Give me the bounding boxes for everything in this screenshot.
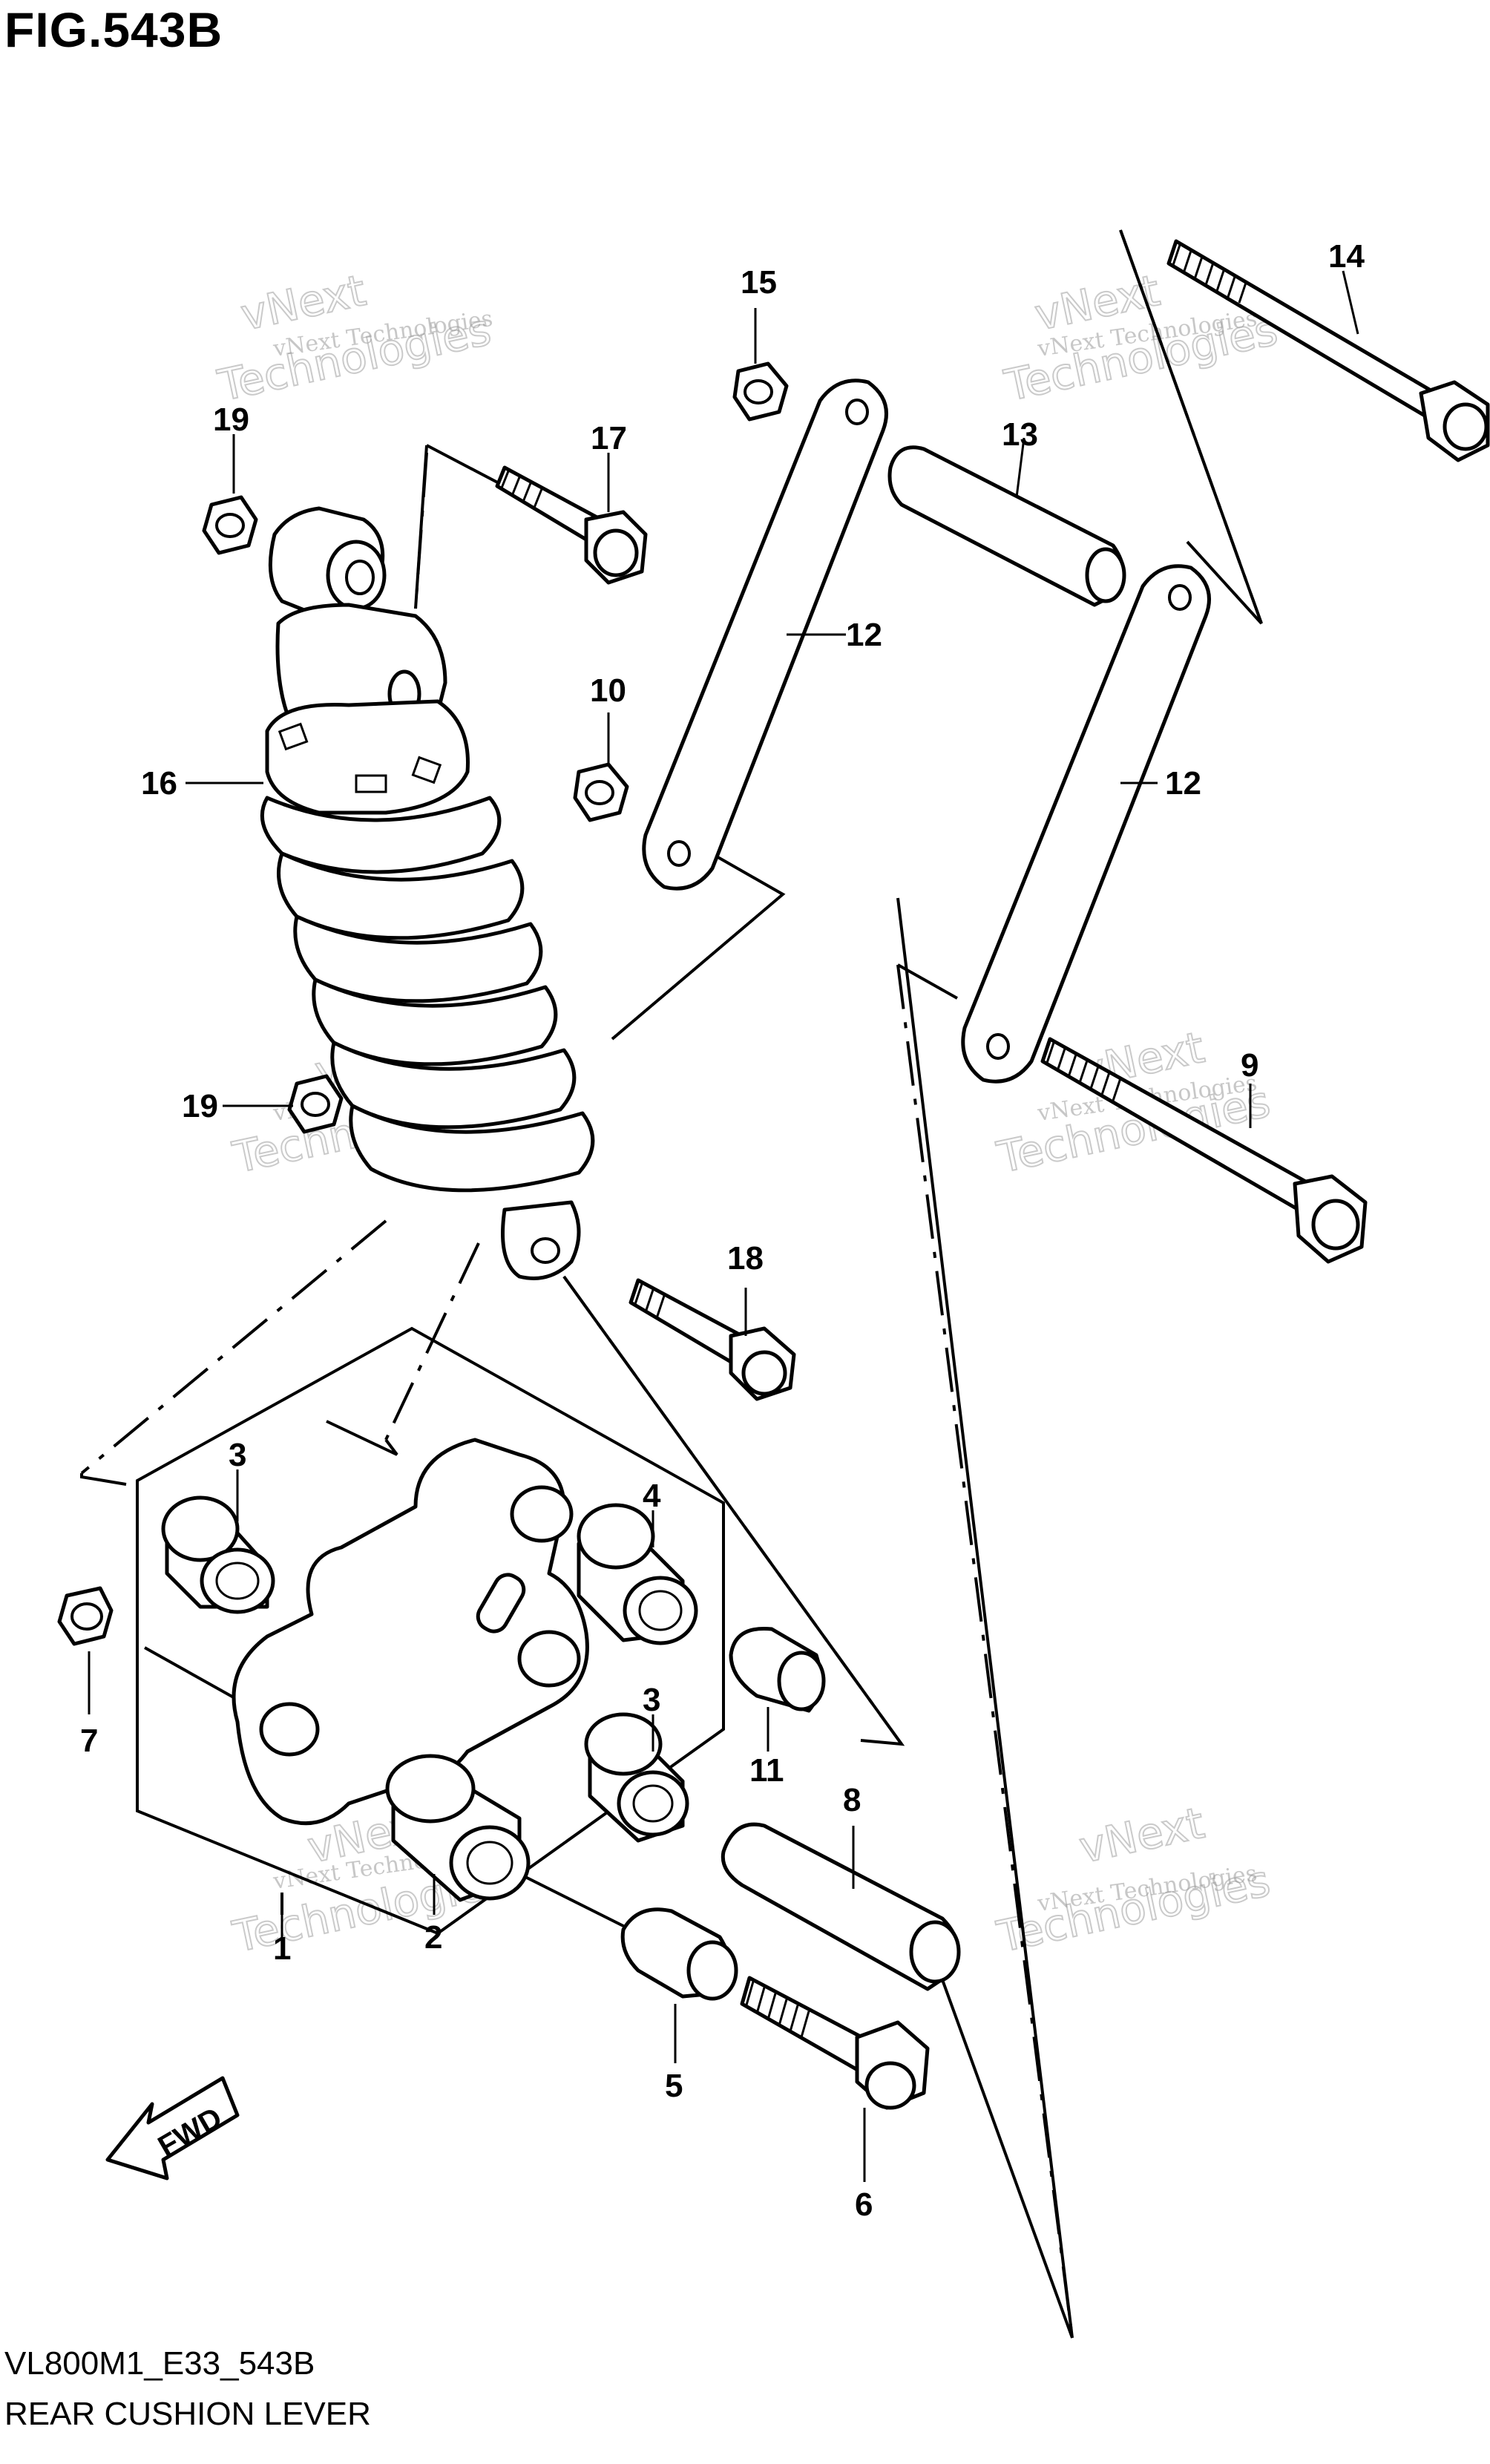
callout-3-upper: 3 bbox=[229, 1437, 246, 1473]
callout-5: 5 bbox=[665, 2068, 683, 2104]
callout-11: 11 bbox=[749, 1752, 784, 1789]
bearing-2 bbox=[385, 1754, 531, 1902]
callout-13: 13 bbox=[1002, 416, 1038, 453]
link-12-upper bbox=[642, 379, 888, 891]
figure-title: FIG.543B bbox=[4, 2, 223, 57]
assembly-lines bbox=[80, 229, 1263, 2339]
callout-6: 6 bbox=[855, 2186, 873, 2223]
callout-2: 2 bbox=[424, 1919, 442, 1956]
callout-1: 1 bbox=[273, 1930, 291, 1967]
callout-19-upper: 19 bbox=[213, 402, 249, 438]
watermark-bottom-right: vNext Technologies vNext Technologies bbox=[992, 1797, 1276, 1963]
rear-shock-absorber bbox=[260, 506, 595, 1280]
watermark-top-left: vNext Technologies vNext Technologies bbox=[213, 264, 496, 412]
nut-10 bbox=[573, 762, 629, 822]
bolt-17 bbox=[495, 465, 648, 585]
callout-7: 7 bbox=[80, 1723, 98, 1759]
bolt-14 bbox=[1166, 239, 1490, 462]
callout-leaders bbox=[88, 270, 1359, 2182]
figure-code: VL800M1_E33_543B bbox=[4, 2345, 315, 2382]
callout-15: 15 bbox=[741, 264, 777, 301]
bearing-4 bbox=[577, 1503, 698, 1645]
callout-14: 14 bbox=[1328, 238, 1365, 275]
cushion-lever bbox=[136, 1326, 725, 1936]
callout-16: 16 bbox=[141, 765, 177, 802]
pin-13 bbox=[887, 445, 1126, 607]
nut-19-upper bbox=[202, 495, 258, 555]
callout-9: 9 bbox=[1241, 1047, 1258, 1084]
callout-18: 18 bbox=[727, 1240, 764, 1277]
spacer-8 bbox=[721, 1822, 961, 1991]
nut-19-lower bbox=[287, 1074, 344, 1134]
callout-4: 4 bbox=[643, 1478, 661, 1514]
bolt-9 bbox=[1040, 1037, 1368, 1264]
callout-numbers: 15 14 19 17 13 12 10 12 16 9 19 18 3 4 3… bbox=[80, 238, 1365, 2223]
watermark-top-right: vNext Technologies vNext Technologies bbox=[1000, 264, 1283, 412]
callout-8: 8 bbox=[843, 1782, 861, 1818]
spacer-11 bbox=[729, 1626, 826, 1713]
bearing-3-lower bbox=[584, 1712, 689, 1843]
svg-text:vNext: vNext bbox=[1075, 1798, 1209, 1873]
figure-name: REAR CUSHION LEVER bbox=[4, 2396, 371, 2432]
nut-7 bbox=[57, 1586, 114, 1646]
callout-17: 17 bbox=[591, 420, 627, 456]
bolt-6 bbox=[740, 1976, 930, 2110]
spacer-5 bbox=[620, 1907, 738, 2001]
callout-12-upper: 12 bbox=[846, 617, 882, 653]
fwd-direction-arrow: FWD bbox=[105, 2076, 240, 2180]
bolt-18 bbox=[629, 1278, 796, 1401]
callout-3-lower: 3 bbox=[643, 1682, 660, 1718]
callout-10: 10 bbox=[590, 672, 626, 709]
link-12-lower bbox=[961, 564, 1211, 1084]
bearing-3-upper bbox=[161, 1495, 275, 1614]
nut-15 bbox=[732, 361, 789, 422]
callout-12-lower: 12 bbox=[1165, 765, 1201, 802]
callout-19-lower: 19 bbox=[182, 1088, 218, 1124]
